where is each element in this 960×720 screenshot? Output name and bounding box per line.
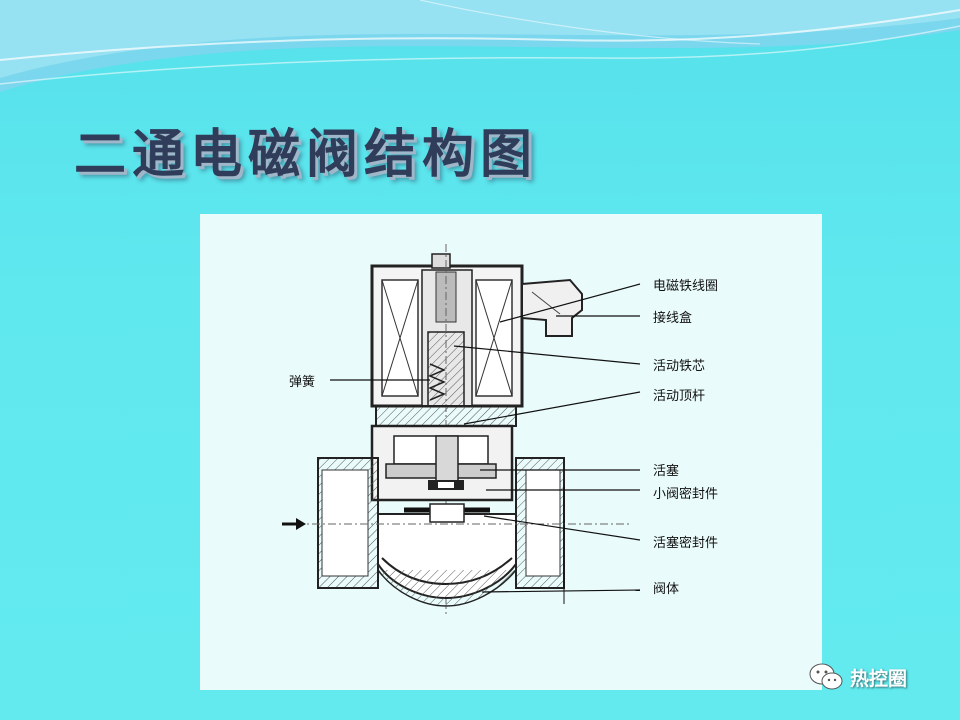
watermark: 热控圈 [808,660,938,694]
leader-lines [330,283,641,604]
flow-arrow-icon [282,518,306,530]
header-waves [0,0,960,92]
label-push-rod: 活动顶杆 [653,389,706,404]
page-title: 二通电磁阀结构图 [74,125,539,185]
label-coil: 电磁铁线圈 [653,279,719,294]
watermark-text: 热控圈 [850,667,908,690]
label-piston-seal: 活塞密封件 [653,536,719,551]
label-small-valve-seal: 小阀密封件 [653,487,719,502]
label-spring: 弹簧 [289,375,316,390]
label-junction-box: 接线盒 [653,311,693,326]
bonnet [370,405,517,502]
label-piston: 活塞 [653,464,680,479]
wechat-icon [809,663,843,690]
solenoid-valve-diagram [282,244,641,614]
label-moving-core: 活动铁芯 [653,359,706,374]
label-valve-body: 阀体 [653,582,680,597]
